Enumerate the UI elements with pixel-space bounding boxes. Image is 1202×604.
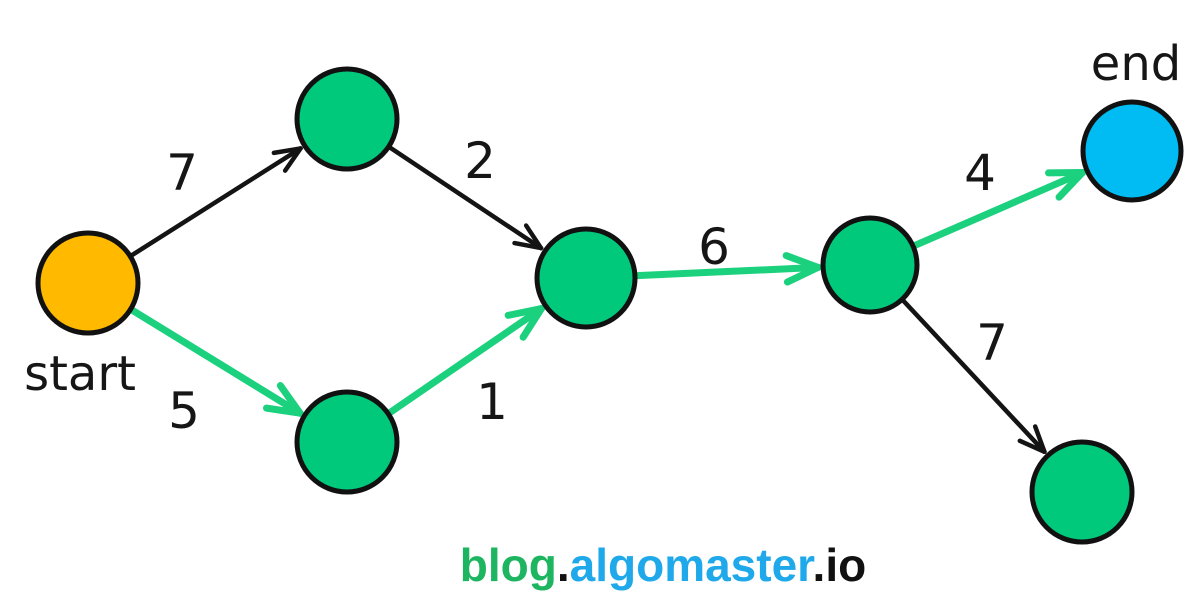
watermark-segment-2: algomaster [569, 539, 813, 591]
edge-n4-n5 [901, 298, 1047, 455]
edge-weight-n3-n4: 6 [698, 218, 730, 276]
node-label-end: end [1091, 36, 1181, 92]
node-end [1080, 99, 1184, 203]
watermark: blog.algomaster.io [0, 538, 1202, 592]
edge-n3-n4 [633, 252, 822, 286]
watermark-segment-4: io [825, 539, 867, 591]
edge-n4-end [911, 169, 1086, 249]
edge-weight-start-n2: 5 [168, 382, 200, 440]
edge-weight-n2-n3: 1 [476, 373, 508, 431]
node-n3 [534, 226, 638, 330]
edge-weight-n4-end: 4 [964, 144, 996, 202]
node-label-start: start [24, 346, 136, 402]
edge-weight-start-n1: 7 [166, 144, 198, 202]
node-n5 [1029, 439, 1135, 545]
edge-n2-n3 [386, 305, 545, 417]
edge-start-n1 [129, 146, 303, 258]
watermark-segment-1: . [556, 539, 570, 591]
node-n2 [294, 389, 400, 495]
edge-weight-n4-n5: 7 [976, 314, 1008, 372]
node-start [35, 230, 141, 336]
node-n4 [820, 215, 920, 315]
edge-start-n2 [128, 306, 304, 417]
watermark-segment-0: blog [459, 539, 557, 591]
edge-n1-n3 [388, 145, 544, 251]
node-n1 [294, 66, 400, 172]
edge-weight-n1-n3: 2 [464, 132, 496, 190]
watermark-segment-3: . [812, 539, 826, 591]
